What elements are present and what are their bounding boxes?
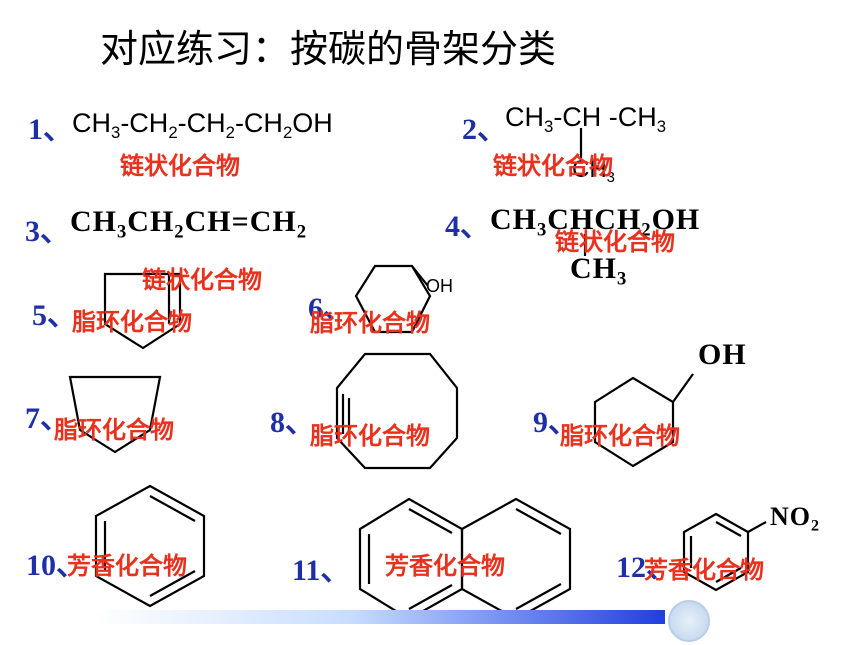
item-2-number: 2、 <box>462 113 507 146</box>
item-1-number: 1、 <box>28 113 73 146</box>
item-11-naphthalene-structure <box>358 497 572 621</box>
item-4-branch-bond <box>583 234 587 256</box>
item-10-answer: 芳香化合物 <box>67 552 187 580</box>
item-9-oh-label: OH <box>698 338 747 371</box>
item-4-answer: 链状化合物 <box>555 228 675 256</box>
item-4-formula: CH3CHCH2OH <box>490 203 701 241</box>
item-9-cyclohexanol-structure <box>593 373 694 468</box>
item-8-answer: 脂环化合物 <box>310 422 430 450</box>
item-8-number: 8、 <box>270 406 315 439</box>
item-8-cyclooctyne-structure <box>335 352 459 470</box>
item-6-oh-label: OH <box>426 276 453 296</box>
item-12-answer: 芳香化合物 <box>644 556 764 584</box>
item-7-answer: 脂环化合物 <box>54 416 174 444</box>
item-5-answer: 脂环化合物 <box>72 308 192 336</box>
item-3-answer: 链状化合物 <box>142 266 262 294</box>
item-4-number: 4、 <box>445 210 490 243</box>
item-1-answer: 链状化合物 <box>120 152 240 180</box>
item-3-formula: CH3CH2CH=CH2 <box>70 205 307 243</box>
item-6-cyclohexanol-structure <box>354 264 432 334</box>
item-10-benzene-structure <box>94 484 206 608</box>
page-title: 对应练习：按碳的骨架分类 <box>100 27 557 71</box>
item-11-number: 11、 <box>292 554 351 587</box>
item-7-number: 7、 <box>25 402 70 435</box>
item-5-number: 5、 <box>32 299 77 332</box>
item-6-answer: 脂环化合物 <box>310 309 430 337</box>
footer-gradient-bar <box>95 610 665 624</box>
item-4-branch: CH3 <box>570 252 628 290</box>
item-10-number: 10、 <box>26 549 86 582</box>
item-3-number: 3、 <box>25 215 70 248</box>
item-12-number: 12、 <box>616 551 676 584</box>
item-12-nitrobenzene-structure <box>682 512 767 592</box>
item-9-answer: 脂环化合物 <box>560 422 680 450</box>
item-12-nitro-label: NO2 <box>770 502 821 535</box>
item-7-cyclopentane-structure <box>68 375 162 454</box>
item-2-branch: CH3 <box>572 156 615 187</box>
item-1-formula: CH3-CH2-CH2-CH2OH <box>72 108 333 142</box>
item-2-formula: CH3-CH -CH3 <box>505 102 667 136</box>
item-9-number: 9、 <box>533 406 578 439</box>
item-6-number: 6、 <box>308 292 353 325</box>
school-logo-icon <box>668 600 710 642</box>
item-2-branch-bond <box>579 128 583 158</box>
item-2-answer: 链状化合物 <box>493 152 613 180</box>
item-11-answer: 芳香化合物 <box>385 552 505 580</box>
item-5-cyclohexene-structure <box>103 272 182 350</box>
